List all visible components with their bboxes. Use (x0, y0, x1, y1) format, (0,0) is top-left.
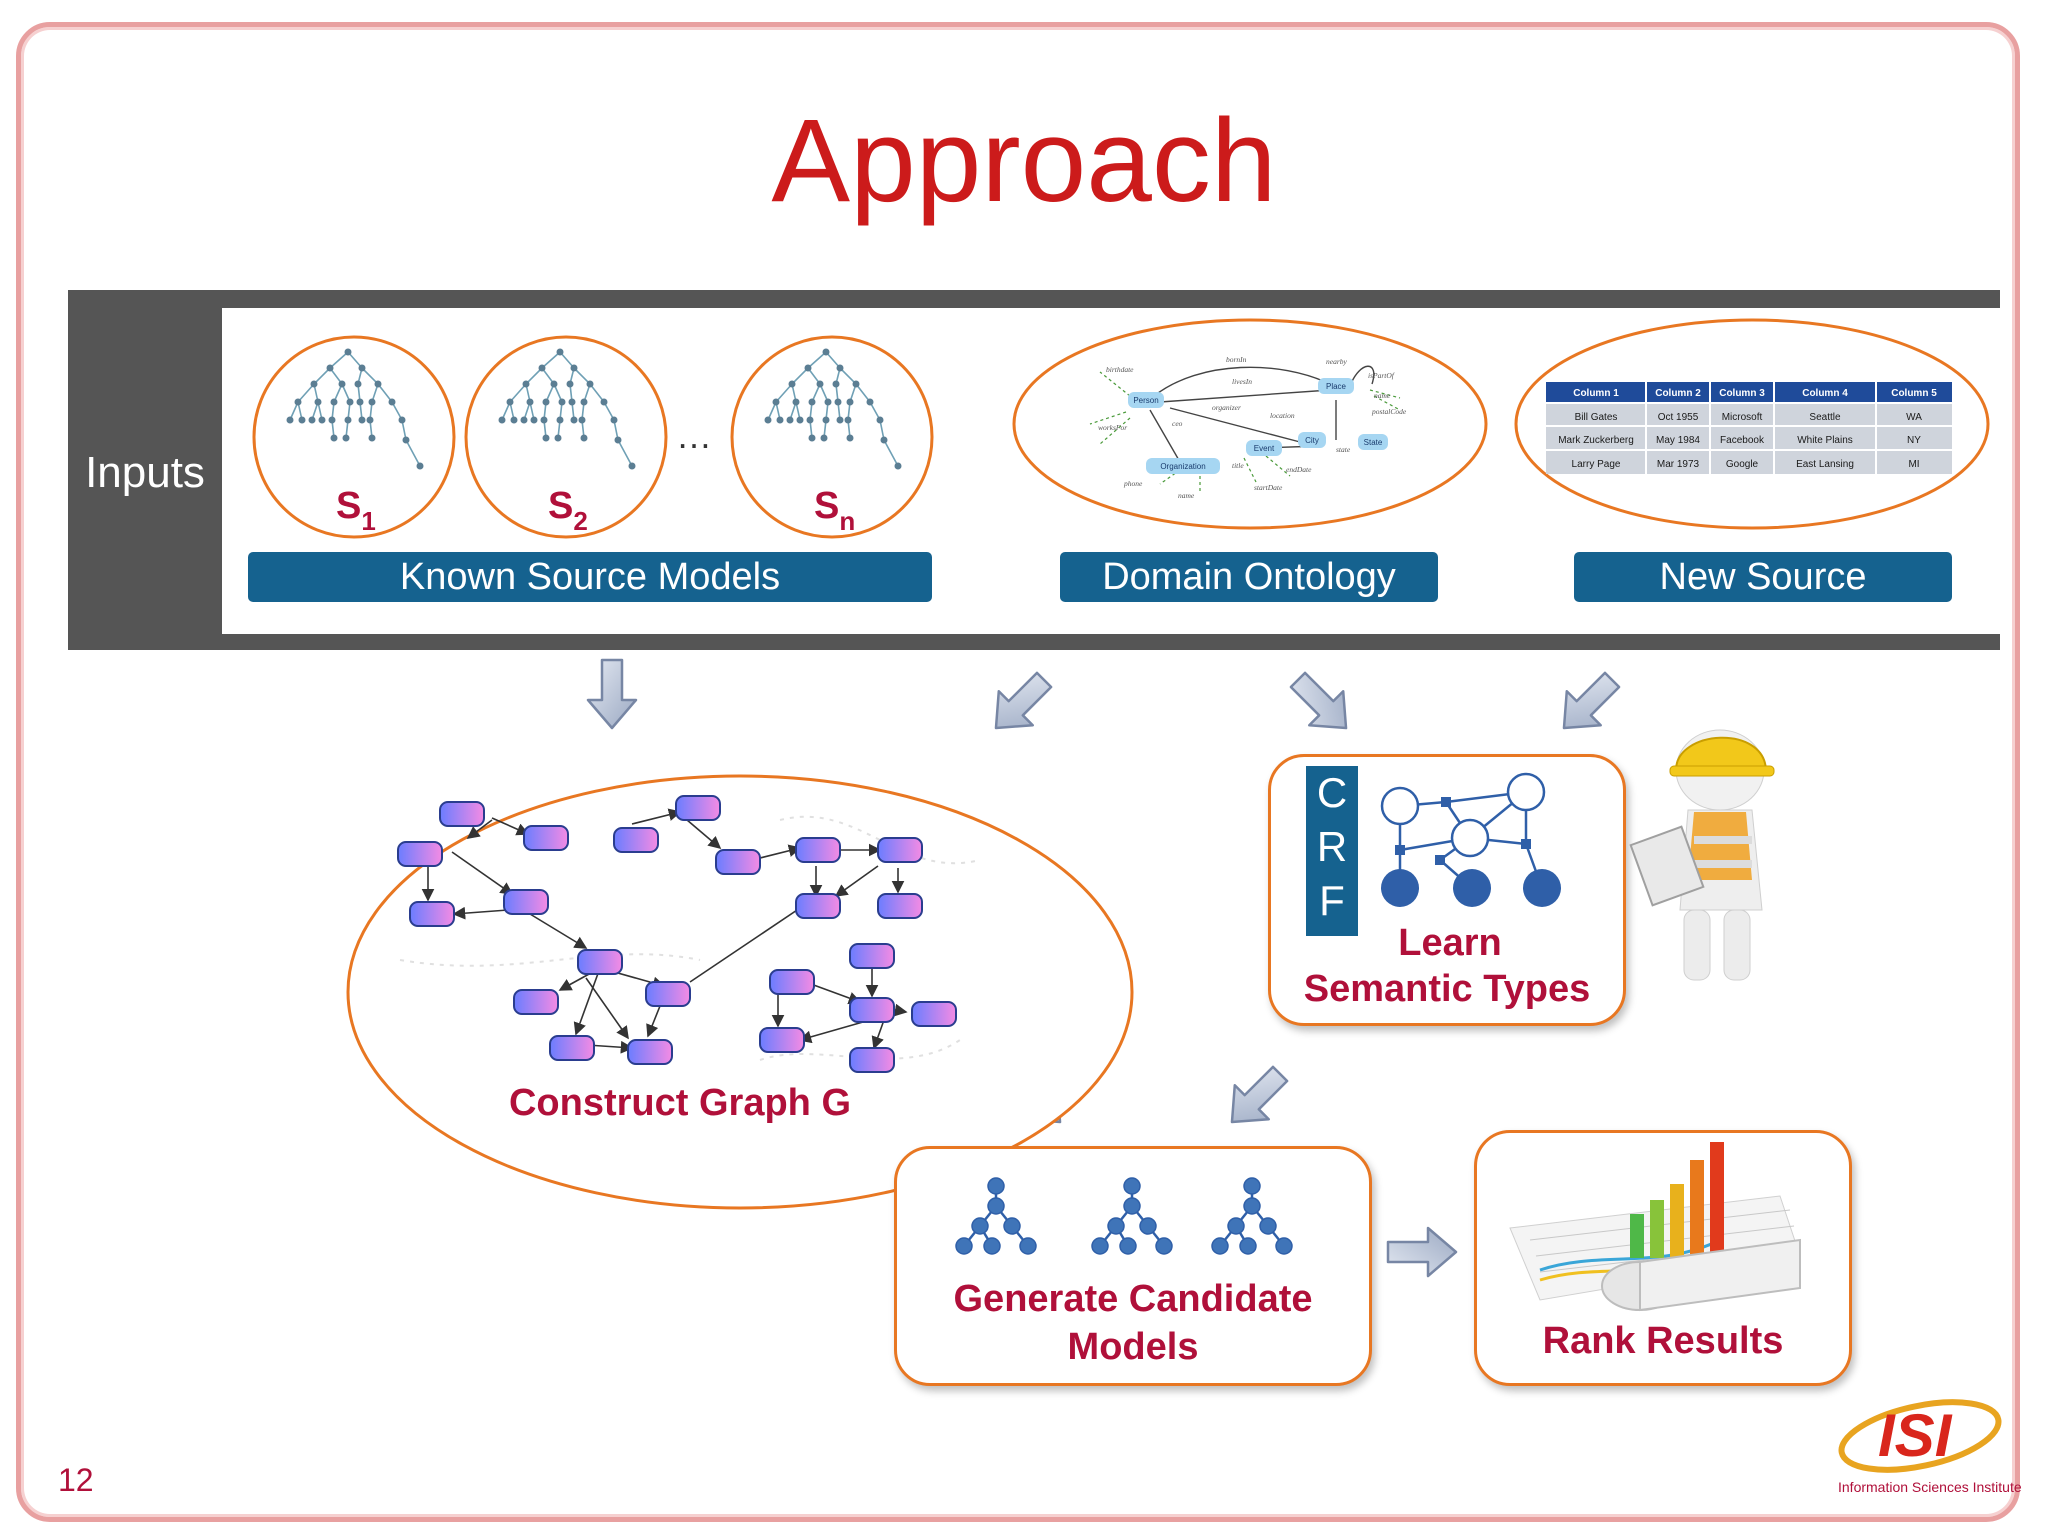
svg-text:title: title (1232, 461, 1244, 470)
svg-text:bornIn: bornIn (1226, 355, 1247, 364)
rank-results-label: Rank Results (1542, 1320, 1784, 1362)
source-model-2-label: S2 (548, 485, 588, 536)
svg-text:endDate: endDate (1286, 465, 1312, 474)
inputs-label: Inputs (85, 448, 205, 497)
svg-text:Facebook: Facebook (1720, 435, 1765, 446)
semantic-types-label: Semantic Types (1303, 968, 1591, 1010)
new-source-table: Column 1 Column 2 Column 3 Column 4 Colu… (1546, 382, 1952, 474)
svg-text:White Plains: White Plains (1797, 435, 1853, 446)
slide-title: Approach (771, 95, 1277, 227)
page-number: 12 (58, 1462, 94, 1498)
crf-letter-c: C (1316, 769, 1348, 816)
svg-text:Information Sciences Institute: Information Sciences Institute (1838, 1479, 2022, 1495)
svg-text:WA: WA (1906, 412, 1922, 423)
crf-letter-f: F (1319, 877, 1345, 924)
svg-text:City: City (1305, 436, 1319, 445)
svg-text:location: location (1270, 411, 1295, 420)
svg-text:Larry Page: Larry Page (1572, 459, 1621, 470)
generate-candidate-label: Generate Candidate (953, 1278, 1313, 1320)
new-source-figure: Column 1 Column 2 Column 3 Column 4 Colu… (1514, 318, 1990, 530)
new-source-label: New Source (1574, 552, 1952, 602)
slide-frame (16, 22, 2020, 1522)
source-model-n (730, 335, 934, 539)
svg-text:ceo: ceo (1172, 419, 1183, 428)
svg-text:livesIn: livesIn (1232, 377, 1252, 386)
svg-text:Mar 1973: Mar 1973 (1657, 459, 1700, 470)
svg-text:Mark Zuckerberg: Mark Zuckerberg (1558, 435, 1634, 446)
svg-text:birthdate: birthdate (1106, 365, 1134, 374)
domain-ontology-label: Domain Ontology (1060, 552, 1438, 602)
domain-ontology-figure: Person Place Organization Event City Sta… (1012, 318, 1488, 530)
svg-text:East Lansing: East Lansing (1796, 459, 1854, 470)
svg-text:NY: NY (1907, 435, 1921, 446)
svg-text:Seattle: Seattle (1809, 412, 1841, 423)
svg-text:name: name (1374, 391, 1391, 400)
svg-text:Column 5: Column 5 (1891, 388, 1937, 399)
learn-label: Learn (1398, 922, 1502, 964)
source-model-1 (252, 335, 456, 539)
svg-text:state: state (1336, 445, 1351, 454)
crf-label: C R F (1306, 766, 1358, 936)
svg-text:Microsoft: Microsoft (1722, 412, 1763, 423)
source-model-2 (464, 335, 668, 539)
models-label: Models (1067, 1326, 1199, 1368)
svg-text:May 1984: May 1984 (1656, 435, 1700, 446)
svg-text:ISI: ISI (1878, 1402, 1953, 1469)
svg-text:worksFor: worksFor (1098, 423, 1127, 432)
known-source-models-label: Known Source Models (248, 552, 932, 602)
source-model-n-label: Sn (814, 485, 855, 536)
svg-text:Oct 1955: Oct 1955 (1658, 412, 1699, 423)
svg-text:isPartOf: isPartOf (1368, 371, 1395, 380)
svg-text:phone: phone (1123, 479, 1143, 488)
crf-letter-r: R (1316, 823, 1348, 870)
svg-text:Column 2: Column 2 (1655, 388, 1701, 399)
svg-text:Place: Place (1326, 382, 1347, 391)
svg-text:Event: Event (1254, 444, 1275, 453)
svg-text:organizer: organizer (1212, 403, 1241, 412)
svg-text:name: name (1178, 491, 1195, 500)
svg-text:Column 4: Column 4 (1802, 388, 1848, 399)
svg-text:Bill Gates: Bill Gates (1575, 412, 1618, 423)
svg-text:postalCode: postalCode (1371, 407, 1407, 416)
construct-graph-label: Construct Graph G (508, 1082, 852, 1124)
svg-text:startDate: startDate (1254, 483, 1283, 492)
svg-text:nearby: nearby (1326, 357, 1347, 366)
svg-text:State: State (1364, 438, 1383, 447)
svg-text:Organization: Organization (1160, 462, 1205, 471)
svg-text:Column 3: Column 3 (1719, 388, 1765, 399)
source-models-ellipsis: … (676, 415, 712, 456)
svg-text:Column 1: Column 1 (1573, 388, 1619, 399)
svg-text:MI: MI (1908, 459, 1919, 470)
svg-text:Person: Person (1133, 396, 1158, 405)
source-model-1-label: S1 (336, 485, 376, 536)
svg-text:Google: Google (1726, 459, 1759, 470)
